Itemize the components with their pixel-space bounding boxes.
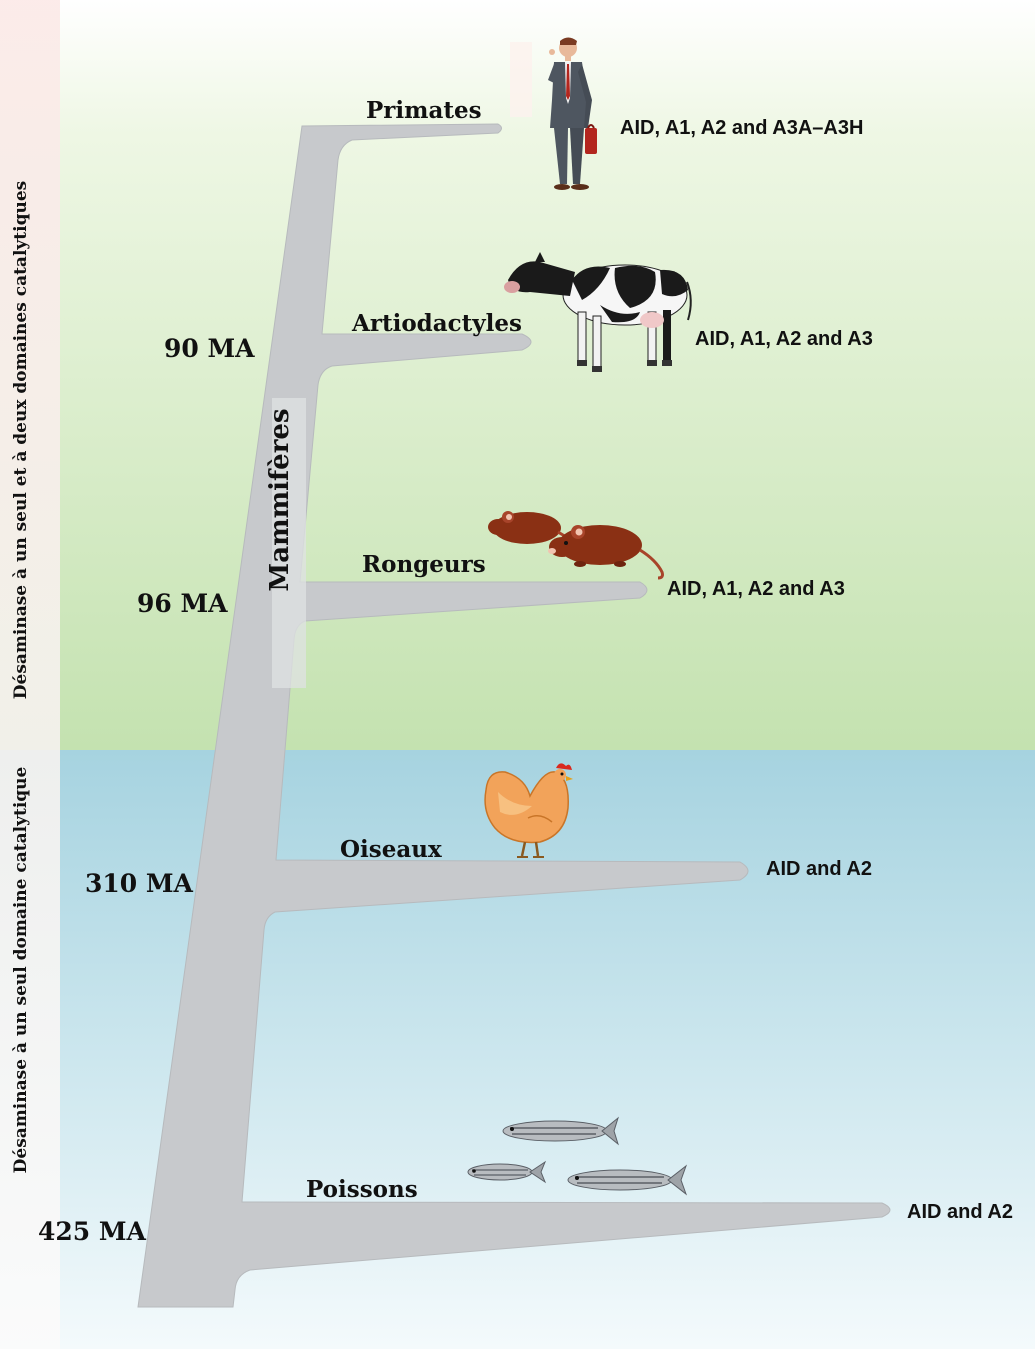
axis-label-two-domains: Désaminase à un seul et à deux domaines …: [11, 181, 31, 699]
enzymes-oiseaux: AID and A2: [766, 858, 872, 880]
age-label-poissons: 425 MA: [38, 1217, 147, 1246]
enzymes-primates: AID, A1, A2 and A3A–A3H: [620, 117, 863, 139]
branch-label-artiodactyles: Artiodactyles: [351, 310, 522, 337]
axis-label-single-domain: Désaminase à un seul domaine catalytique: [11, 766, 31, 1173]
enzymes-artiodactyles: AID, A1, A2 and A3: [695, 328, 873, 350]
age-label-rongeurs: 96 MA: [137, 589, 228, 618]
age-label-artiodactyles: 90 MA: [164, 334, 255, 363]
age-label-oiseaux: 310 MA: [85, 869, 194, 898]
branch-label-rongeurs: Rongeurs: [362, 551, 486, 578]
branch-label-oiseaux: Oiseaux: [340, 836, 442, 863]
branch-label-primates: Primates: [366, 97, 482, 124]
enzymes-poissons: AID and A2: [907, 1201, 1013, 1223]
branch-label-poissons: Poissons: [306, 1176, 418, 1203]
enzymes-rongeurs: AID, A1, A2 and A3: [667, 578, 845, 600]
trunk-label: Mammifères: [265, 408, 295, 591]
